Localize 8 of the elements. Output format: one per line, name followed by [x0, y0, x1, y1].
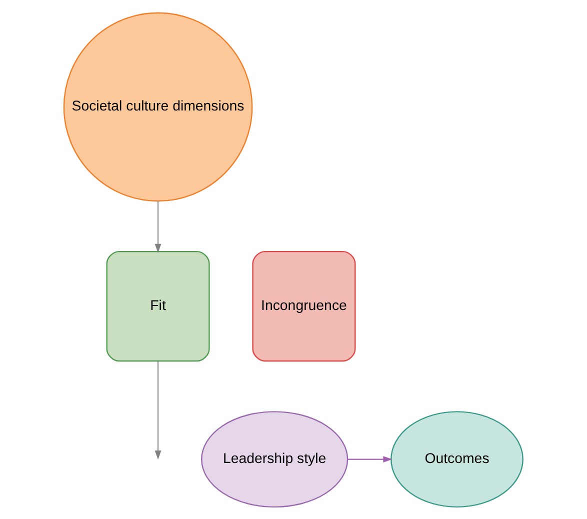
node-circle: Societal culture dimensions	[63, 12, 253, 202]
arrow	[348, 456, 392, 462]
node-ellipse: Outcomes	[390, 410, 524, 508]
node-box: Fit	[106, 250, 210, 362]
node-box: Incongruence	[252, 250, 356, 362]
arrow	[154, 200, 162, 252]
node-ellipse: Leadership style	[201, 410, 348, 508]
arrow	[154, 360, 162, 460]
